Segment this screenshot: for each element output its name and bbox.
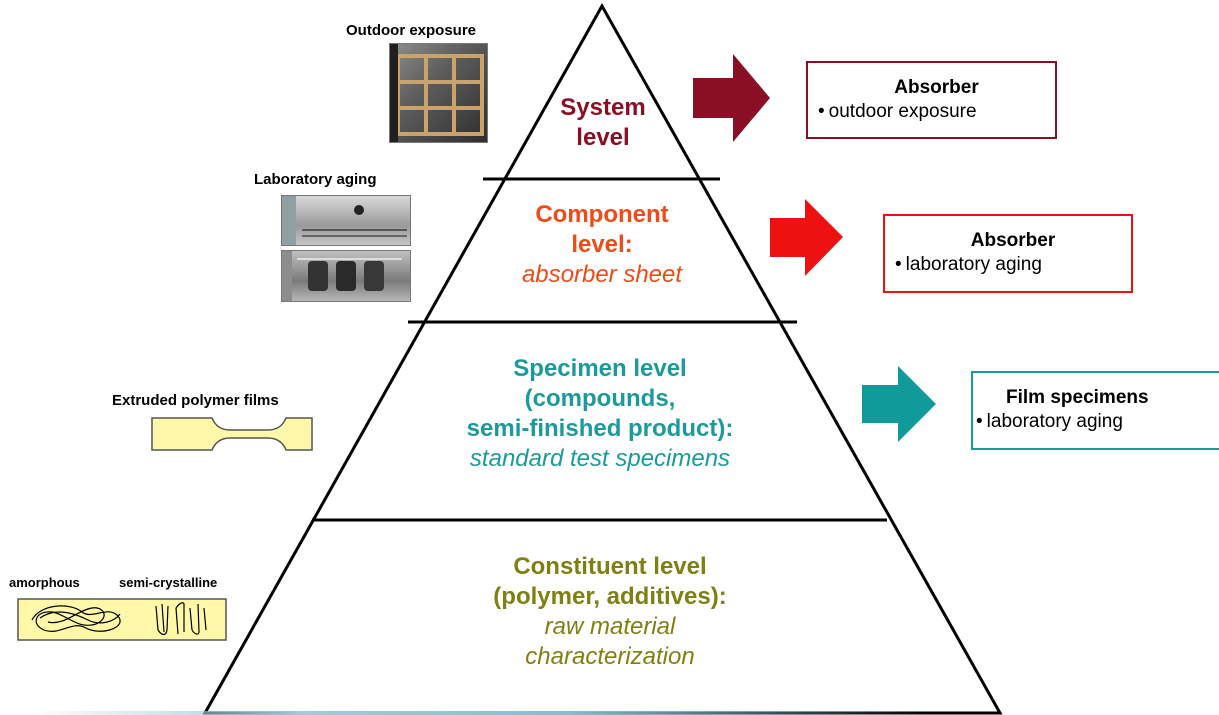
- arrow-system: [693, 54, 770, 142]
- outdoor-exposure-label: Outdoor exposure: [346, 22, 477, 39]
- component-level-text: Component level: absorber sheet: [462, 200, 742, 290]
- arrow-component: [770, 199, 843, 276]
- specimen-result-box: Film specimens laboratory aging: [971, 371, 1219, 450]
- system-level-line-1: System: [560, 94, 646, 121]
- lab-chamber-detail: [282, 196, 407, 245]
- component-box-bullet: laboratory aging: [895, 253, 1131, 277]
- specimen-box-title: Film specimens: [1006, 387, 1149, 408]
- system-box-title: Absorber: [894, 77, 979, 98]
- system-level-text: System level: [522, 93, 684, 153]
- semicrystalline-label: semi-crystalline: [119, 575, 218, 590]
- system-result-box: Absorber outdoor exposure: [806, 61, 1057, 139]
- laboratory-aging-label: Laboratory aging: [254, 171, 377, 188]
- outdoor-photo-detail: [390, 44, 484, 142]
- specimen-level-text: Specimen level (compounds, semi-finished…: [400, 354, 800, 474]
- specimen-level-line-1: Specimen level: [513, 355, 687, 382]
- constituent-level-italic-2: characterization: [525, 643, 695, 670]
- bottom-accent-bar: [30, 711, 930, 715]
- specimen-level-line-3: semi-finished product):: [466, 415, 734, 442]
- constituent-level-italic-1: raw material: [544, 613, 676, 640]
- component-box-title: Absorber: [970, 230, 1056, 251]
- lab-samples-photo: [281, 250, 411, 302]
- specimen-level-line-2: (compounds,: [524, 385, 676, 412]
- arrow-specimen: [862, 366, 936, 442]
- component-result-box: Absorber laboratory aging: [883, 214, 1133, 293]
- specimen-level-italic: standard test specimens: [469, 445, 731, 472]
- system-box-bullet: outdoor exposure: [818, 100, 1055, 124]
- extruded-films-label: Extruded polymer films: [112, 392, 279, 409]
- system-level-line-2: level: [576, 124, 630, 151]
- constituent-level-text: Constituent level (polymer, additives): …: [410, 552, 810, 672]
- lab-chamber-photo: [281, 195, 411, 246]
- dogbone-specimen-icon: [151, 417, 313, 451]
- lab-samples-detail: [282, 251, 402, 301]
- component-level-italic: absorber sheet: [521, 261, 683, 288]
- constituent-level-line-1: Constituent level: [513, 553, 707, 580]
- amorphous-label: amorphous: [9, 575, 80, 590]
- polymer-chain-icon: [31, 602, 207, 636]
- component-level-line-2: level:: [571, 231, 633, 258]
- component-level-line-1: Component: [535, 201, 669, 228]
- outdoor-exposure-photo: [389, 43, 488, 143]
- constituent-level-line-2: (polymer, additives):: [493, 583, 727, 610]
- specimen-box-bullet: laboratory aging: [976, 410, 1219, 434]
